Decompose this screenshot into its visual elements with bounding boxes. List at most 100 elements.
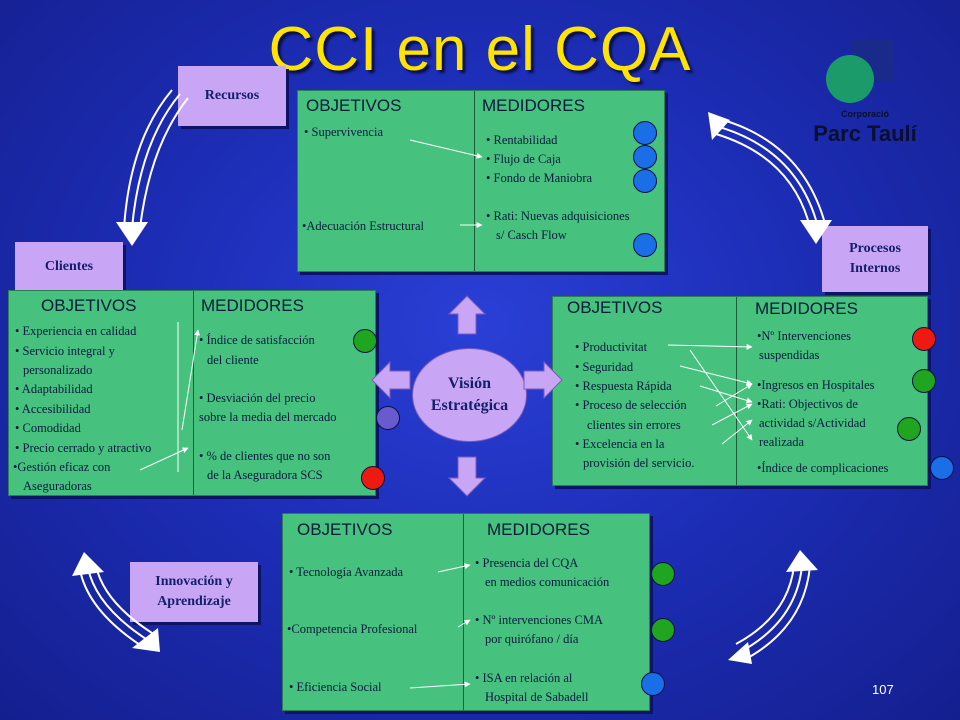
arrowhead: [786, 550, 818, 572]
objetivo-item: • Precio cerrado y atractivo: [15, 441, 152, 455]
status-dot-green: [651, 562, 675, 586]
vision-estrategica-ellipse: Visión Estratégica: [412, 348, 527, 442]
connector-line: [181, 329, 201, 431]
status-dot-blue: [633, 233, 657, 257]
block-arrow-left: [371, 360, 411, 400]
objetivo-item: personalizado: [23, 363, 93, 377]
vision-line1: Visión: [448, 375, 491, 392]
objetivos-header: OBJETIVOS: [41, 296, 137, 315]
objetivo-item: • Eficiencia Social: [289, 680, 382, 694]
objetivo-item: • Comodidad: [15, 421, 81, 435]
status-dot-green: [651, 618, 675, 642]
curved-arrow-bottom-left: [79, 565, 153, 646]
medidor-item: • Índice de satisfacción: [199, 333, 315, 347]
objetivo-item: • Productivitat: [575, 340, 648, 354]
medidor-item: • Rati: Nuevas adquisiciones: [486, 209, 630, 223]
connector-line: [699, 385, 753, 404]
tag-procesos-internos: Procesos Internos: [822, 226, 928, 292]
medidor-item: • ISA en relación al: [475, 671, 573, 685]
medidor-item: del cliente: [207, 353, 259, 367]
medidor-item: •Rati: Objectivos de: [757, 397, 858, 411]
connector-line: [139, 447, 189, 471]
medidor-item: suspendidas: [759, 348, 820, 362]
objetivo-item: • Seguridad: [575, 360, 634, 374]
panel-divider: [463, 514, 464, 710]
logo-small-text: Corporació: [840, 109, 889, 119]
tag-innovacion-line1: Innovación y: [155, 574, 233, 589]
arrowhead: [72, 552, 104, 576]
connector-lines-clientes: [139, 322, 201, 472]
objetivo-item: provisión del servicio.: [583, 456, 695, 470]
medidor-item: • Nº intervenciones CMA: [475, 613, 604, 627]
medidor-item: actividad s/Actividad: [759, 416, 866, 430]
medidores-header: MEDIDORES: [482, 96, 585, 115]
medidor-item: en medios comunicación: [485, 575, 610, 589]
medidor-item: realizada: [759, 435, 805, 449]
arrowhead: [708, 112, 730, 140]
page-number: 107: [872, 682, 894, 697]
medidor-item: •Índice de complicaciones: [757, 461, 889, 475]
medidor-item: • % de clientes que no son: [199, 449, 331, 463]
medidor-item: •Ingresos en Hospitales: [757, 378, 875, 392]
objetivo-item: • Adaptabilidad: [15, 382, 93, 396]
medidor-item: • Flujo de Caja: [486, 152, 561, 166]
curved-arrow-top-right: [715, 117, 825, 221]
medidor-item: • Desviación del precio: [199, 391, 316, 405]
block-arrow-right: [523, 360, 563, 400]
curved-arrow-top-left: [123, 89, 189, 229]
medidor-item: • Fondo de Maniobra: [486, 171, 593, 185]
status-dot-green: [897, 417, 921, 441]
status-dot-blue: [930, 456, 954, 480]
connector-line: [711, 403, 753, 426]
objetivo-item: clientes sin errores: [587, 418, 681, 432]
medidor-item: •Nº Intervenciones: [757, 329, 851, 343]
tag-recursos: Recursos: [178, 66, 286, 126]
medidores-header: MEDIDORES: [201, 296, 304, 315]
tag-procesos-line2: Internos: [849, 261, 901, 276]
objetivo-item: • Proceso de selección: [575, 398, 687, 412]
objetivo-item: Aseguradoras: [23, 479, 92, 493]
block-arrow-down: [447, 456, 487, 497]
connector-line: [721, 419, 753, 445]
arrowhead: [800, 220, 832, 244]
objetivo-item: •Gestión eficaz con: [13, 460, 111, 474]
status-dot-blue: [633, 169, 657, 193]
status-dot-blue: [633, 121, 657, 145]
connector-lines-recursos: [409, 139, 483, 228]
connector-line: [667, 343, 753, 350]
panel-divider: [736, 297, 737, 485]
connector-line: [679, 365, 753, 386]
objetivos-header: OBJETIVOS: [306, 96, 402, 115]
status-dot-green: [353, 329, 377, 353]
vision-line2: Estratégica: [430, 397, 509, 414]
connector-lines-innovacion: [409, 563, 471, 689]
connector-lines-procesos: [667, 343, 753, 445]
medidor-item: • Presencia del CQA: [475, 556, 579, 570]
connector-line: [689, 349, 753, 441]
block-arrow-up: [447, 295, 487, 335]
status-dot-green: [912, 369, 936, 393]
objetivos-header: OBJETIVOS: [297, 520, 393, 539]
objetivo-item: •Competencia Profesional: [287, 622, 418, 636]
arrowhead: [132, 628, 160, 652]
tag-innovacion-line2: Aprendizaje: [157, 594, 231, 609]
status-dot-purple: [376, 406, 400, 430]
arrowhead: [116, 222, 148, 246]
medidor-item: de la Aseguradora SCS: [207, 468, 323, 482]
medidor-item: por quirófano / día: [485, 632, 579, 646]
medidores-header: MEDIDORES: [755, 299, 858, 318]
tag-clientes: Clientes: [15, 242, 123, 292]
page-title: CCI en el CQA: [268, 15, 692, 84]
objetivo-item: • Accesibilidad: [15, 402, 91, 416]
arrowhead: [728, 642, 752, 664]
medidores-header: MEDIDORES: [487, 520, 590, 539]
tag-procesos-line1: Procesos: [849, 241, 901, 256]
curved-arrow-bottom-right: [735, 565, 811, 661]
connector-line: [437, 563, 471, 573]
connector-line: [409, 681, 471, 689]
medidor-item: Hospital de Sabadell: [485, 690, 589, 704]
medidor-item: s/ Casch Flow: [496, 228, 567, 242]
objetivo-item: • Experiencia en calidad: [15, 324, 137, 338]
status-dot-blue: [633, 145, 657, 169]
